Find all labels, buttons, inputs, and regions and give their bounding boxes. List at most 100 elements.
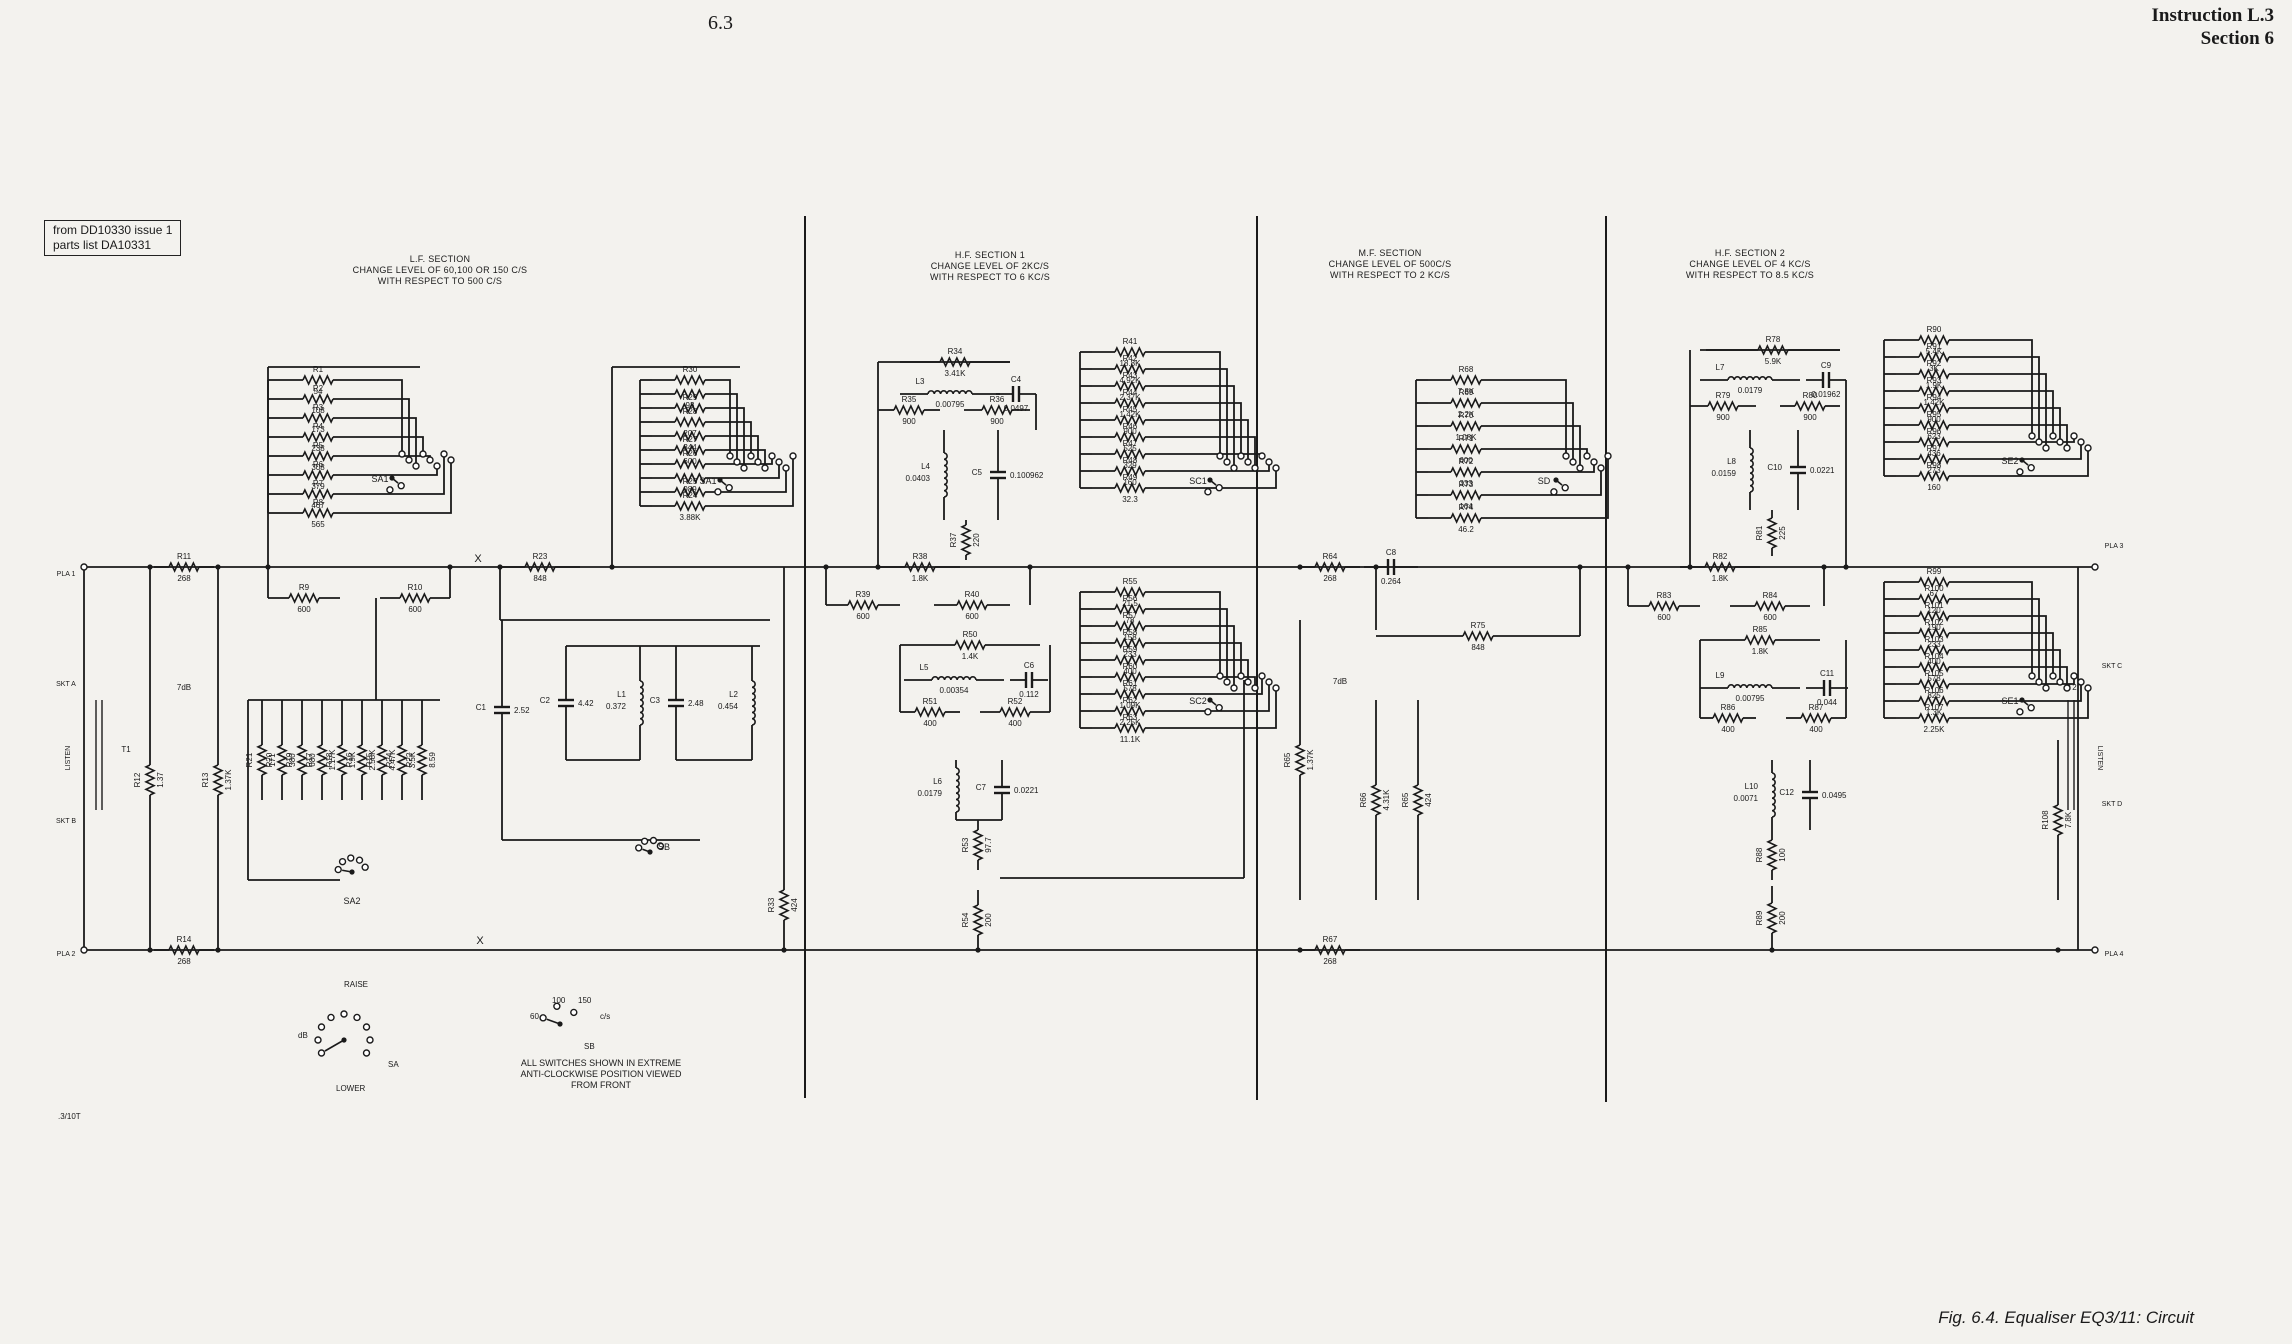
resistor-symbol — [1757, 344, 1789, 356]
terminal — [1204, 488, 1212, 496]
resistor-value: 680 — [308, 753, 317, 767]
resistor-symbol — [1114, 654, 1146, 666]
resistor-ref: R33 — [767, 897, 776, 912]
ladder-tap — [356, 436, 424, 454]
switch-label: SA1 — [699, 476, 716, 486]
resistor-ref: R106 — [1924, 686, 1944, 695]
terminal — [1550, 488, 1558, 496]
mf-section-heading: M.F. SECTION CHANGE LEVEL OF 500c/s WITH… — [1290, 248, 1490, 281]
resistor-symbol — [1450, 512, 1482, 524]
resistor-symbol — [1707, 400, 1739, 412]
terminal — [1237, 672, 1245, 680]
resistor-symbol — [954, 639, 986, 651]
terminal — [366, 1036, 374, 1044]
resistor-symbol — [1918, 368, 1950, 380]
terminal — [2063, 684, 2071, 692]
inductor-ref: L4 — [921, 462, 930, 471]
switch-label: SC1 — [1189, 476, 1207, 486]
terminal — [726, 452, 734, 460]
resistor-value: 200 — [1778, 911, 1787, 925]
terminal — [1244, 678, 1252, 686]
resistor-ref: R98 — [1927, 461, 1942, 470]
t2-label: T2 — [2067, 683, 2077, 692]
resistor-symbol — [1114, 448, 1146, 460]
resistor-value: 268 — [1323, 957, 1337, 966]
resistor-symbol — [981, 404, 1013, 416]
resistor-ref: R107 — [1924, 703, 1944, 712]
capacitor-value: 0.264 — [1381, 577, 1402, 586]
source-note-line1: from DD10330 issue 1 — [53, 223, 173, 237]
resistor-symbol — [960, 524, 972, 556]
resistor-symbol — [302, 507, 334, 519]
resistor-symbol — [999, 706, 1031, 718]
resistor-ref: R18 — [325, 752, 334, 767]
terminal — [761, 464, 769, 472]
resistor-ref: R66 — [1359, 792, 1368, 807]
resistor-value: 120 — [1927, 606, 1941, 615]
resistor-symbol — [1114, 705, 1146, 717]
junction-dot — [265, 564, 271, 570]
terminal — [1230, 464, 1238, 472]
ladder-tap — [1972, 442, 2082, 460]
ladder-tap — [356, 379, 403, 454]
resistor-ref: R81 — [1755, 525, 1764, 540]
instruction-label: Instruction L.3 — [2151, 5, 2274, 26]
resistor-ref: R45 — [1123, 405, 1138, 414]
terminal — [2042, 444, 2050, 452]
resistor-ref: R88 — [1755, 847, 1764, 862]
resistor-ref: R6 — [313, 460, 324, 469]
resistor-symbol — [1918, 644, 1950, 656]
resistor-ref: R95 — [1927, 410, 1942, 419]
resistor-symbol — [674, 500, 706, 512]
terminal — [1597, 464, 1605, 472]
inductor-ref: L9 — [1716, 671, 1725, 680]
junction-dot — [781, 947, 787, 953]
resistor-value: 268 — [1323, 574, 1337, 583]
resistor-value: 1.42K — [1924, 398, 1946, 407]
ladder-tap — [1504, 425, 1581, 468]
resistor-symbol — [302, 412, 334, 424]
terminal — [1216, 452, 1224, 460]
switch-wiper — [324, 1039, 345, 1052]
terminal — [640, 837, 649, 845]
resistor-value: 1.8K — [1752, 647, 1769, 656]
resistor-ref: R103 — [1924, 635, 1944, 644]
resistor-symbol — [1766, 902, 1778, 934]
resistor-value: 225 — [1778, 526, 1787, 540]
terminal — [362, 1023, 371, 1031]
resistor-value: 900 — [1716, 413, 1730, 422]
junction-dot — [609, 564, 615, 570]
resistor-value: 467 — [311, 501, 325, 510]
lf-section-title: L.F. SECTION — [409, 254, 471, 264]
junction-dot — [1553, 477, 1559, 483]
resistor-symbol — [1648, 600, 1680, 612]
inductor-symbol — [1771, 772, 1776, 818]
resistor-symbol — [674, 430, 706, 442]
resistor-symbol — [1918, 610, 1950, 622]
ladder-tap — [356, 417, 417, 466]
junction-dot — [717, 477, 723, 483]
resistor-symbol — [1918, 334, 1950, 346]
terminal — [782, 464, 790, 472]
resistor-ref: R86 — [1721, 703, 1736, 712]
inductor-symbol — [1727, 684, 1773, 689]
source-note-box: from DD10330 issue 1 parts list DA10331 — [44, 220, 182, 256]
ladder-tap — [1972, 407, 2061, 442]
resistor-ref: R25 — [683, 477, 698, 486]
resistor-symbol — [847, 599, 879, 611]
resistor-value: 600 — [297, 605, 311, 614]
resistor-value: 578 — [1123, 684, 1137, 693]
legend-freq-150: 150 — [578, 996, 592, 1005]
resistor-symbol — [2052, 804, 2064, 836]
terminal — [338, 857, 347, 866]
resistor-ref: R53 — [961, 837, 970, 852]
resistor-ref: R21 — [245, 752, 254, 767]
terminal — [1223, 458, 1231, 466]
terminal — [789, 452, 797, 460]
terminal — [1216, 672, 1224, 680]
resistor-value: 1.8K — [912, 574, 929, 583]
inductor-ref: L10 — [1745, 782, 1759, 791]
resistor-symbol — [674, 486, 706, 498]
capacitor-ref: C10 — [1767, 463, 1782, 472]
